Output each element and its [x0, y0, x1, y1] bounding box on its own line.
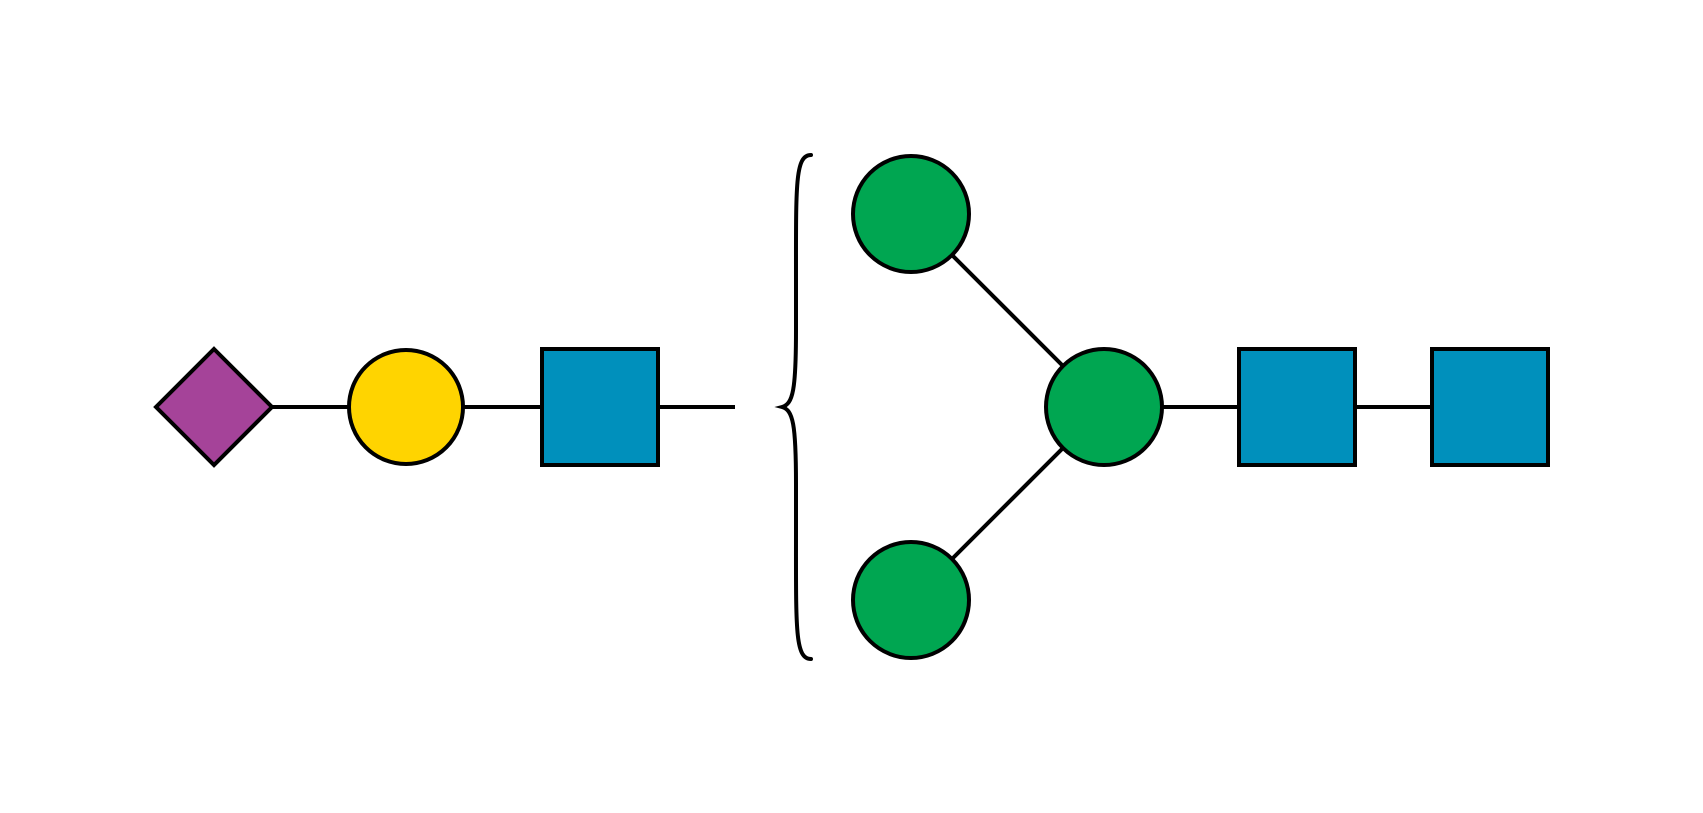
man-upper-circle-icon — [851, 154, 971, 274]
neu5ac-diamond-icon — [153, 346, 275, 468]
man-branch-circle-icon — [1044, 347, 1164, 467]
gal-circle-icon — [347, 348, 465, 466]
curly-brace-icon — [774, 153, 813, 661]
man-lower-circle-icon — [851, 540, 971, 660]
glcnac-antenna-square-icon — [540, 347, 660, 467]
glcnac-core-1-square-icon — [1237, 347, 1357, 467]
glcnac-core-2-square-icon — [1430, 347, 1550, 467]
